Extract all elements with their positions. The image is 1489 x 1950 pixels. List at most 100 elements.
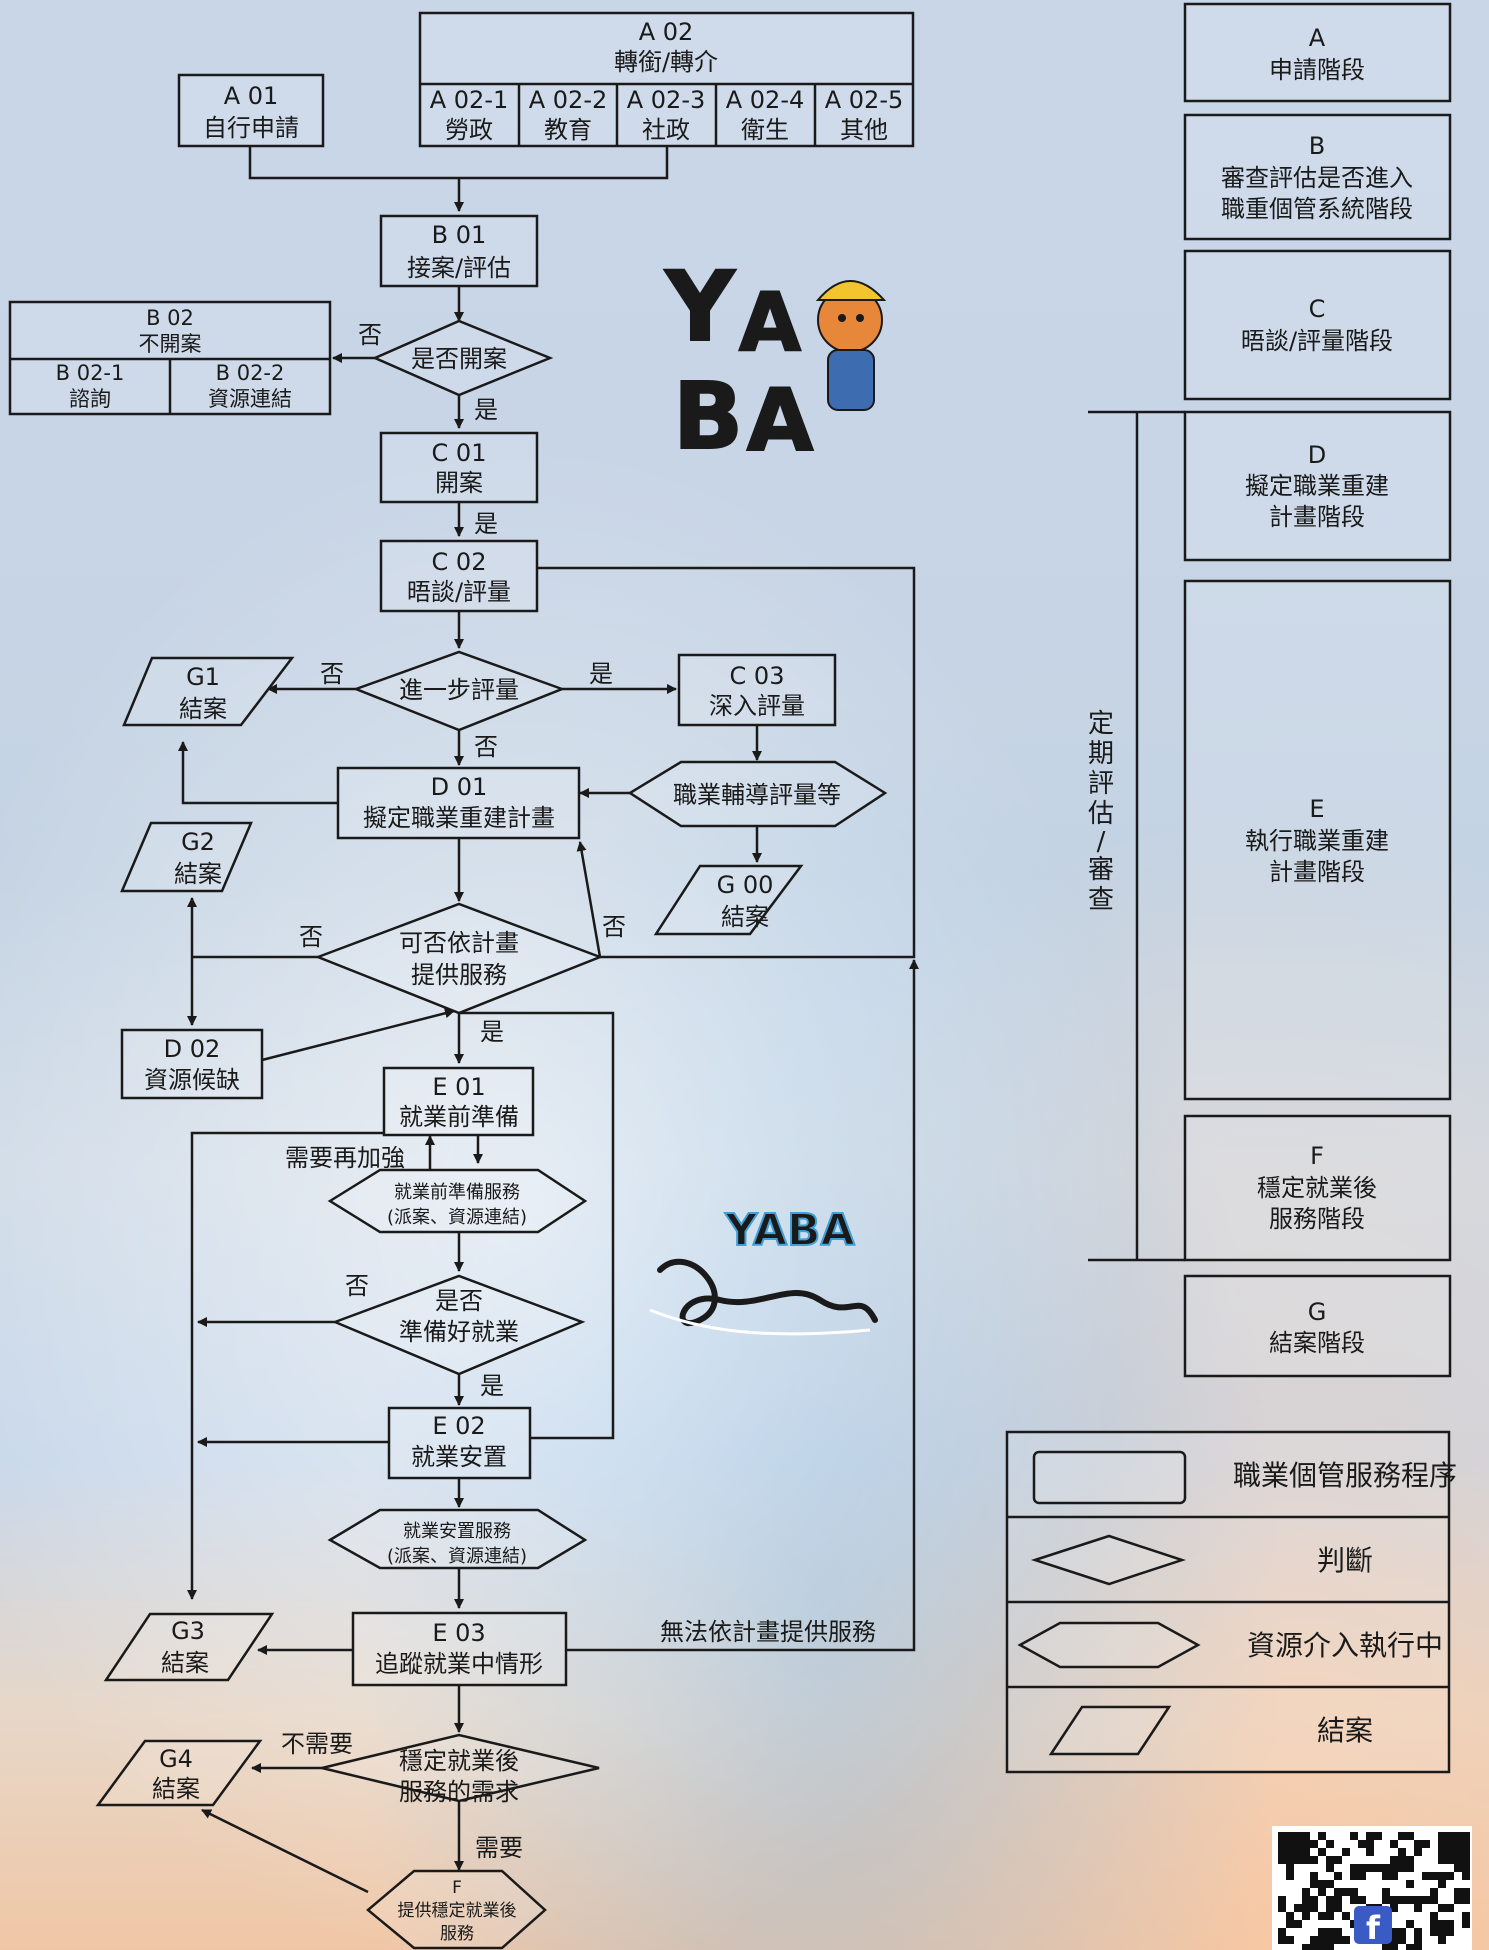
qr-module <box>1438 1920 1446 1928</box>
qr-module <box>1454 1832 1462 1840</box>
qr-module <box>1422 1872 1430 1880</box>
h-place-line1: 就業安置服務 <box>403 1521 511 1542</box>
qr-module <box>1334 1856 1342 1864</box>
qr-code[interactable]: f <box>1272 1826 1472 1950</box>
qr-module <box>1438 1840 1446 1848</box>
qr-module <box>1278 1904 1286 1912</box>
legend-parallelogram-icon <box>1048 1705 1172 1756</box>
h-f-line3: 服務 <box>440 1924 474 1944</box>
node-h-vocational <box>627 760 888 828</box>
stage-a-box <box>1183 2 1452 103</box>
qr-module <box>1350 1832 1358 1840</box>
c01-label: 開案 <box>435 469 483 497</box>
edge-yes-ready: 是 <box>480 1372 504 1400</box>
qr-module <box>1278 1896 1286 1904</box>
h-vocational-text: 職業輔導評量等 <box>673 781 841 809</box>
legend-rect-icon <box>1032 1450 1187 1505</box>
qr-module <box>1334 1896 1342 1904</box>
c01-code: C 01 <box>432 439 487 467</box>
node-q-further <box>352 650 566 732</box>
q-ready-line2: 準備好就業 <box>399 1318 519 1346</box>
qr-module <box>1462 1856 1470 1864</box>
qr-module <box>1382 1888 1390 1896</box>
node-q-open <box>371 319 554 397</box>
qr-module <box>1302 1856 1310 1864</box>
e02-label: 就業安置 <box>411 1443 507 1471</box>
node-g1 <box>122 656 295 727</box>
qr-module <box>1446 1928 1454 1936</box>
qr-module <box>1302 1912 1310 1920</box>
qr-module <box>1438 1936 1446 1944</box>
qr-module <box>1414 1936 1422 1944</box>
qr-module <box>1462 1848 1470 1856</box>
a02-code: A 02 <box>639 18 694 46</box>
qr-module <box>1390 1936 1398 1944</box>
qr-module <box>1430 1912 1438 1920</box>
edge-no-further: 否 <box>320 660 344 688</box>
qr-module <box>1286 1912 1294 1920</box>
qr-module <box>1398 1936 1406 1944</box>
qr-module <box>1286 1936 1294 1944</box>
g00-label: 結案 <box>721 903 769 931</box>
qr-module <box>1446 1840 1454 1848</box>
e03-code: E 03 <box>432 1619 485 1647</box>
qr-module <box>1294 1840 1302 1848</box>
qr-module <box>1414 1904 1422 1912</box>
qr-module <box>1278 1840 1286 1848</box>
qr-module <box>1334 1904 1342 1912</box>
a02-2-code: A 02-2 <box>529 86 608 114</box>
qr-module <box>1398 1896 1406 1904</box>
d02-label: 資源候缺 <box>144 1066 240 1094</box>
q-plan-line1: 可否依計畫 <box>399 929 519 957</box>
facebook-icon: f <box>1354 1906 1392 1947</box>
qr-module <box>1406 1832 1414 1840</box>
qr-module <box>1390 1904 1398 1912</box>
b02-label: 不開案 <box>139 332 202 356</box>
g4-code: G4 <box>159 1745 193 1773</box>
qr-module <box>1302 1904 1310 1912</box>
qr-module <box>1342 1936 1350 1944</box>
qr-module <box>1318 1848 1326 1856</box>
edge-needed: 需要 <box>475 1834 523 1862</box>
edge-no-further-down: 否 <box>474 733 498 761</box>
e02-code: E 02 <box>432 1412 485 1440</box>
qr-module <box>1310 1880 1318 1888</box>
qr-module <box>1302 1848 1310 1856</box>
qr-module <box>1446 1872 1454 1880</box>
d02-code: D 02 <box>164 1035 221 1063</box>
node-q-stable <box>321 1733 600 1803</box>
node-c01 <box>379 431 539 504</box>
logo-yaba-text: YABA <box>724 1205 854 1256</box>
qr-module <box>1326 1856 1334 1864</box>
stage-a-letter: A <box>1309 24 1326 52</box>
qr-module <box>1446 1920 1454 1928</box>
qr-module <box>1430 1928 1438 1936</box>
node-q-ready <box>331 1274 586 1376</box>
h-f-line2: 提供穩定就業後 <box>398 1901 517 1921</box>
qr-module <box>1382 1864 1390 1872</box>
qr-module <box>1462 1864 1470 1872</box>
qr-module <box>1406 1896 1414 1904</box>
qr-module <box>1310 1904 1318 1912</box>
qr-module <box>1318 1928 1326 1936</box>
qr-module <box>1358 1840 1366 1848</box>
logo-letter-b: B <box>673 363 743 470</box>
qr-module <box>1422 1896 1430 1904</box>
qr-module <box>1350 1896 1358 1904</box>
a02-1-label: 勞政 <box>445 116 493 144</box>
arrow-d02-to-q-plan <box>261 1008 455 1062</box>
qr-module <box>1398 1856 1406 1864</box>
qr-module <box>1430 1872 1438 1880</box>
qr-module <box>1438 1856 1446 1864</box>
node-q-plan <box>314 902 604 1015</box>
qr-module <box>1454 1848 1462 1856</box>
edge-yes-further: 是 <box>589 660 613 688</box>
qr-module <box>1302 1832 1310 1840</box>
review-char-5: / <box>1097 827 1106 857</box>
qr-module <box>1446 1848 1454 1856</box>
review-char-1: 定 <box>1088 709 1114 739</box>
qr-module <box>1278 1832 1286 1840</box>
edge-yes-plan: 是 <box>480 1018 504 1046</box>
qr-module <box>1414 1848 1422 1856</box>
